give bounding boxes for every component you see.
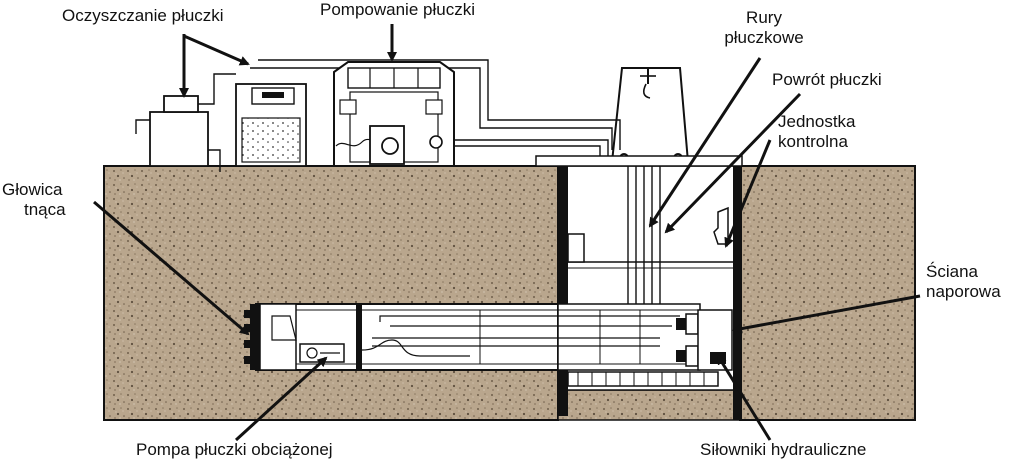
label-thrust-wall: Ściana naporowa: [926, 262, 1001, 302]
gantry-crane: [611, 67, 689, 163]
label-slurry-pumping: Pompowanie płuczki: [320, 0, 475, 19]
shaft-deck: [535, 155, 743, 167]
label-slurry-pipes: Rury płuczkowe: [704, 8, 824, 48]
label-slurry-return: Powrót płuczki: [772, 70, 882, 89]
label-control-unit: Jednostka kontrolna: [778, 112, 856, 152]
label-thrust-wall-line1: Ściana: [926, 262, 978, 281]
launch-shaft: [557, 165, 742, 420]
label-slurry-pipes-line2: płuczkowe: [724, 28, 804, 47]
label-thrust-wall-line2: naporowa: [926, 282, 1001, 301]
slurry-pipes-vertical: [627, 158, 661, 304]
label-slurry-pipes-line1: Rury: [746, 8, 782, 27]
label-arrows: [93, 24, 921, 442]
label-cutting-head-line1: Głowica: [2, 180, 63, 199]
label-slurry-cleaning: Oczyszczanie płuczki: [62, 6, 224, 25]
slurry-separation-plant: [135, 73, 307, 172]
label-slurry-pump: Pompa płuczki obciążonej: [136, 440, 333, 459]
slurry-pumping-plant: [333, 61, 455, 167]
label-hydraulic-jacks: Siłowniki hydrauliczne: [700, 440, 867, 459]
label-cutting-head-line2: tnąca: [24, 200, 66, 219]
slurry-pump: [299, 343, 345, 363]
cutting-head: [244, 303, 297, 371]
label-cutting-head: Głowica tnąca: [2, 180, 66, 220]
label-control-unit-line1: Jednostka: [778, 112, 856, 131]
soil-ground: [103, 165, 916, 421]
label-control-unit-line2: kontrolna: [778, 132, 848, 151]
